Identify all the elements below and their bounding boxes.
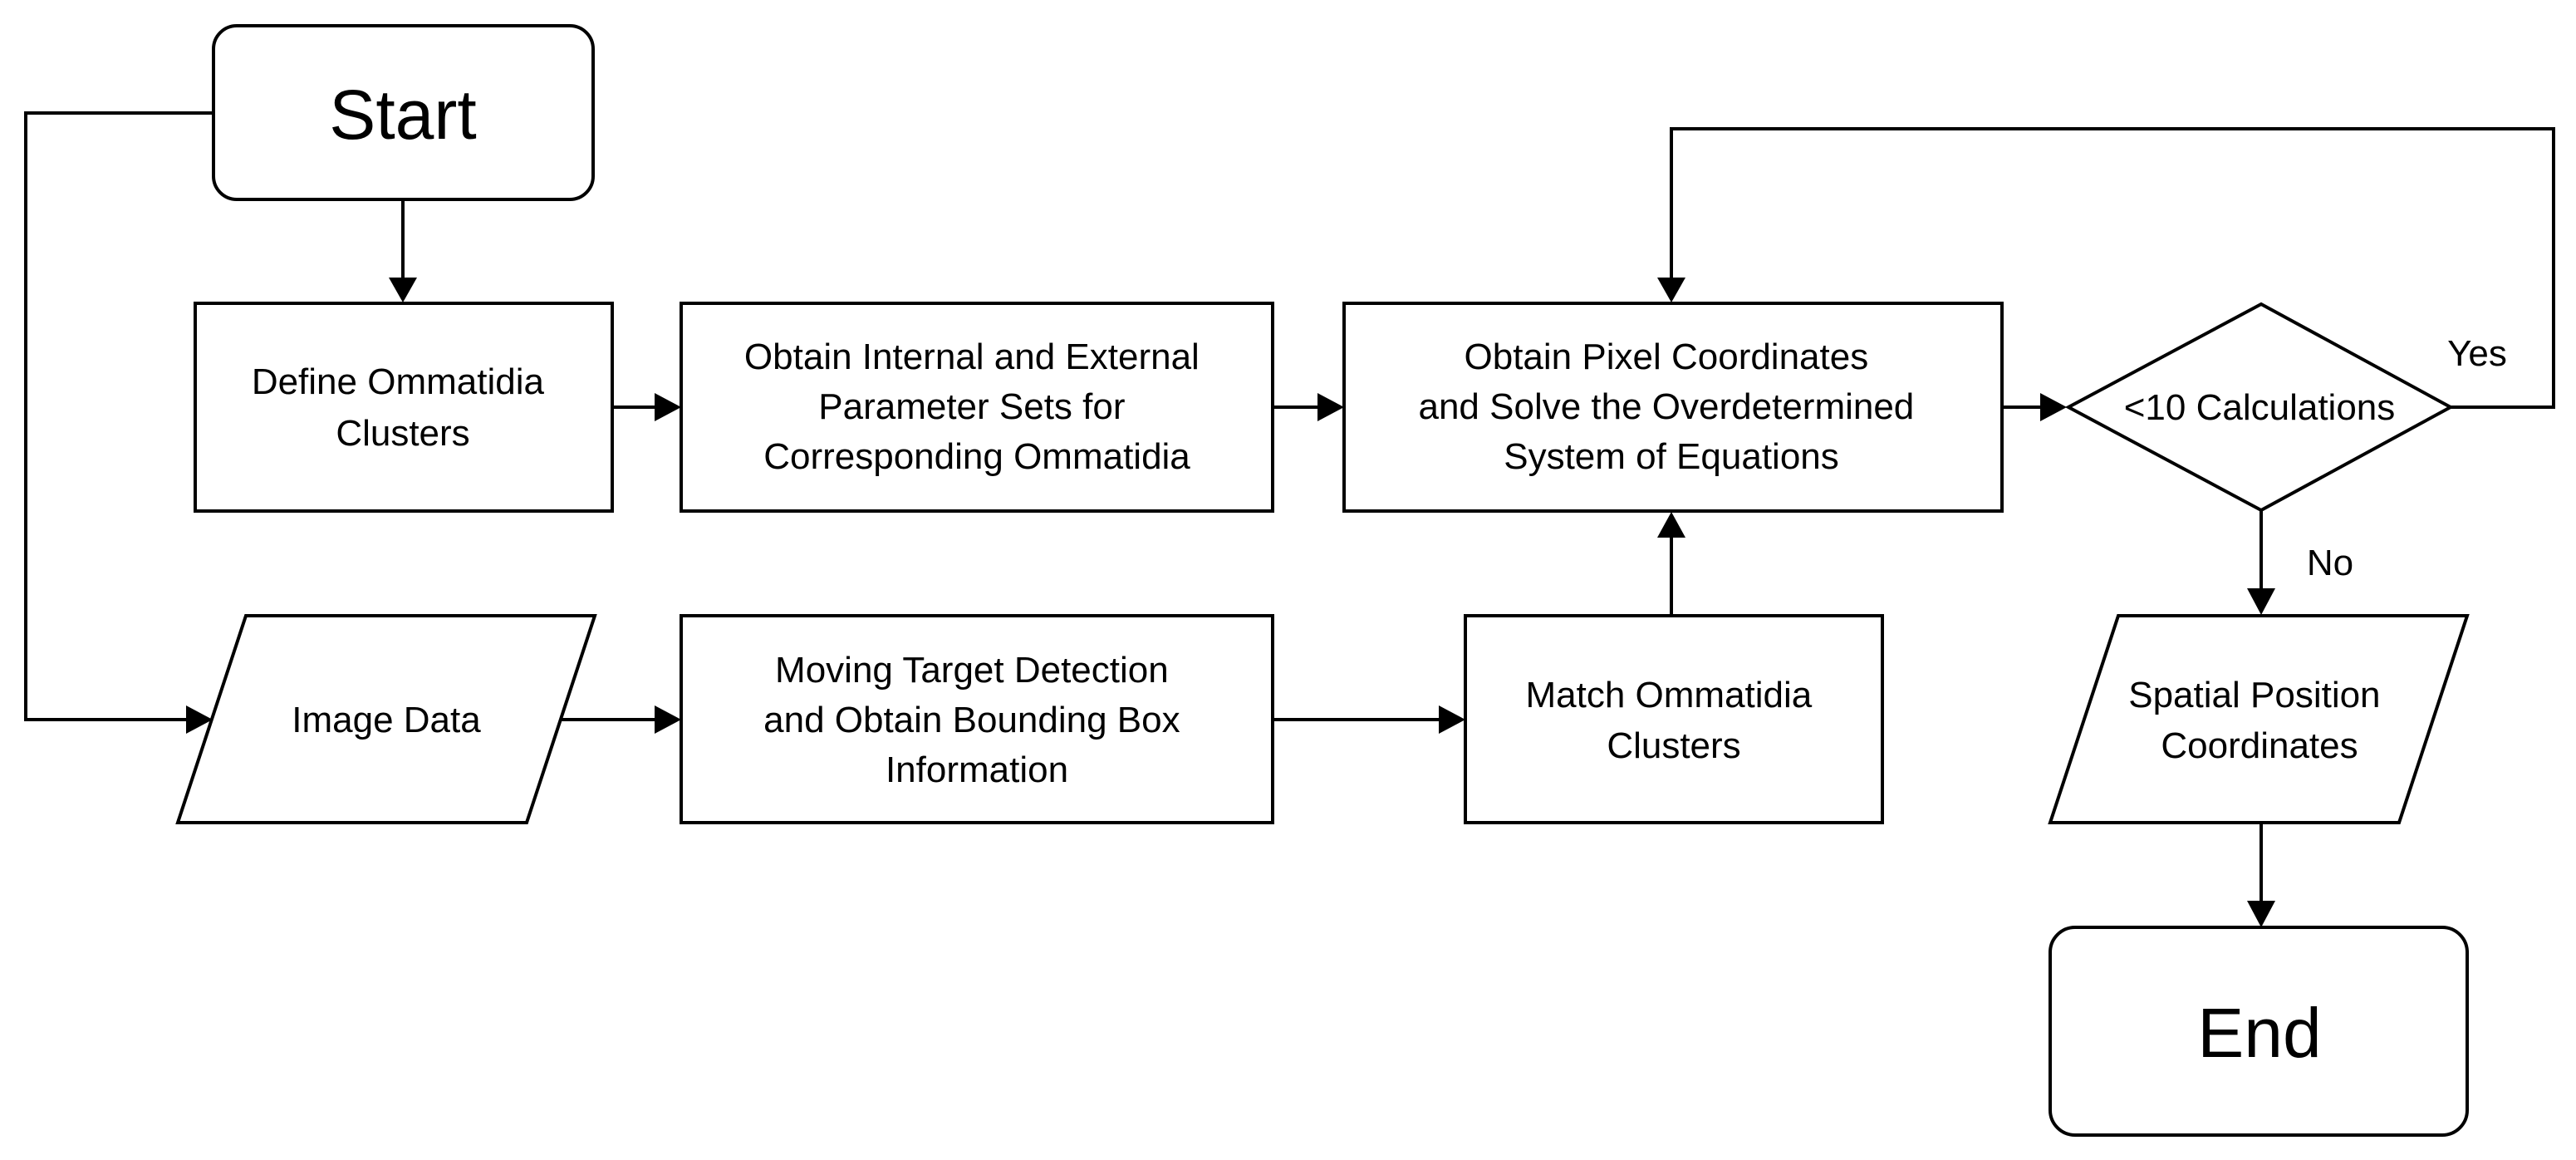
define-clusters-label: Define Ommatidia Clusters <box>252 361 554 454</box>
edge-image-to-moving-target <box>562 705 681 734</box>
edge-pixel-to-decision <box>2002 393 2067 421</box>
edge-moving-to-match <box>1273 705 1465 734</box>
start-node: Start <box>212 24 595 201</box>
decision-node: <10 Calculations <box>2064 302 2455 513</box>
obtain-pixel-label: Obtain Pixel Coordinates and Solve the O… <box>1418 337 1924 477</box>
image-data-node: Image Data <box>175 614 597 824</box>
spatial-position-label: Spatial Position Coordinates <box>2128 675 2391 766</box>
edge-decision-no <box>2247 510 2275 615</box>
obtain-params-node: Obtain Internal and External Parameter S… <box>680 302 1274 513</box>
match-clusters-node: Match Ommatidia Clusters <box>1464 614 1884 824</box>
match-clusters-label: Match Ommatidia Clusters <box>1526 675 1823 766</box>
spatial-position-node: Spatial Position Coordinates <box>2048 614 2470 824</box>
image-data-label: Image Data <box>292 700 481 740</box>
edge-start-to-image-data <box>24 111 213 734</box>
edge-define-to-params <box>612 393 681 421</box>
end-label: End <box>2197 994 2321 1072</box>
edge-spatial-to-end <box>2247 823 2275 927</box>
obtain-params-label: Obtain Internal and External Parameter S… <box>744 337 1209 477</box>
obtain-pixel-node: Obtain Pixel Coordinates and Solve the O… <box>1342 302 2004 513</box>
end-node: End <box>2049 926 2469 1137</box>
edge-decision-yes-loop <box>1657 127 2555 409</box>
edge-match-to-pixel <box>1657 512 1685 615</box>
start-label: Start <box>329 76 476 154</box>
moving-target-node: Moving Target Detection and Obtain Bound… <box>680 614 1274 824</box>
no-label: No <box>2307 543 2353 583</box>
yes-label: Yes <box>2447 333 2507 374</box>
moving-target-label: Moving Target Detection and Obtain Bound… <box>763 650 1190 790</box>
edge-start-to-define-clusters <box>389 199 417 302</box>
define-clusters-node: Define Ommatidia Clusters <box>194 302 614 513</box>
edge-params-to-pixel <box>1273 393 1344 421</box>
decision-label: <10 Calculations <box>2124 387 2396 428</box>
